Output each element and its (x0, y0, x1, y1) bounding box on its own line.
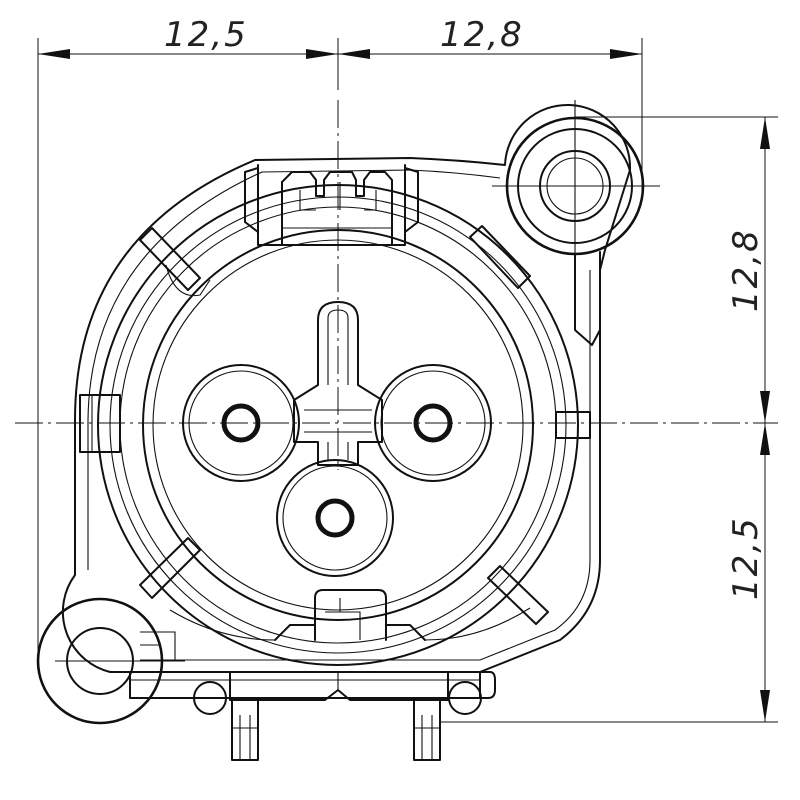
arrow-top-mid-r (338, 49, 370, 59)
bottom-latch-base (274, 624, 426, 641)
arrow-right-mid-d (760, 423, 770, 455)
rim-inner (142, 229, 534, 621)
dim-label-top-left: 12,5 (164, 15, 248, 55)
latch-outer (257, 164, 406, 246)
insert-cross (293, 301, 383, 466)
rim-notch-top-left (165, 264, 211, 297)
rim-rib-upper-right (469, 225, 531, 289)
arrow-right-bottom (760, 690, 770, 722)
dim-label-right-lower: 12,5 (726, 516, 766, 600)
pin-hole-bottom (315, 498, 355, 538)
rim-rib-lower-right (487, 565, 549, 625)
latch-button-inner (282, 182, 392, 229)
housing-outer (61, 104, 632, 673)
mount-ear-bottom-left-outer (36, 597, 164, 725)
arrow-right-mid-u (760, 391, 770, 423)
housing (36, 104, 645, 725)
pin-hole-left (221, 403, 261, 443)
latch-wing-left (244, 167, 259, 233)
leg-left (231, 699, 259, 761)
solder-block (229, 671, 449, 701)
arrow-top-left (38, 49, 70, 59)
rim-rib-right (555, 411, 591, 439)
contact-insert (182, 301, 492, 577)
arrow-right-top (760, 117, 770, 149)
mount-hole-top-right-inner (546, 157, 604, 215)
dim-label-top-right: 12,8 (440, 15, 524, 55)
pin-socket-right-mid (380, 370, 486, 476)
pin-socket-bottom-outer (276, 459, 394, 577)
top-dimensions: 12,5 12,8 (37, 15, 643, 660)
insert-cross-inner (304, 309, 372, 460)
pin-hole-right (413, 403, 453, 443)
bottom-latch (314, 589, 387, 641)
arrow-top-right (610, 49, 642, 59)
leg-right-detail (414, 715, 440, 760)
face-circle (152, 239, 524, 611)
arrow-top-mid-l (306, 49, 338, 59)
pcb-plate-right-cap (479, 671, 496, 699)
ground-tab (140, 631, 176, 660)
mount-ear-top-right-tab (574, 251, 601, 346)
pin-socket-bottom-mid (282, 465, 388, 571)
dim-label-right-upper: 12,8 (726, 228, 766, 312)
mount-hole-bottom-left (66, 627, 134, 695)
pcb-plate (129, 671, 481, 699)
rim-rib-left (79, 394, 121, 453)
bottom-ribs (169, 607, 531, 641)
bottom-latch-inner (325, 598, 361, 640)
leg-left-detail (232, 715, 258, 760)
leg-right (413, 699, 441, 761)
right-dimensions: 12,8 12,5 (440, 116, 778, 723)
pin-socket-right-outer (374, 364, 492, 482)
pin-socket-left-outer (182, 364, 300, 482)
peg-left (193, 681, 227, 715)
center-lines (15, 100, 778, 662)
rim-outer-2 (109, 196, 567, 654)
rim-rib-lower-left (139, 537, 201, 599)
mount-hole-top-right (539, 150, 611, 222)
latch-wing-right (404, 167, 419, 233)
pin-socket-left-mid (188, 370, 294, 476)
bottom-mount (129, 589, 531, 761)
rim-outer (97, 184, 579, 666)
housing-inner-shell (87, 169, 591, 661)
latch-button (281, 171, 393, 246)
mount-ear-top-right-ring (517, 128, 633, 244)
rim-rib-upper-left (139, 227, 201, 291)
